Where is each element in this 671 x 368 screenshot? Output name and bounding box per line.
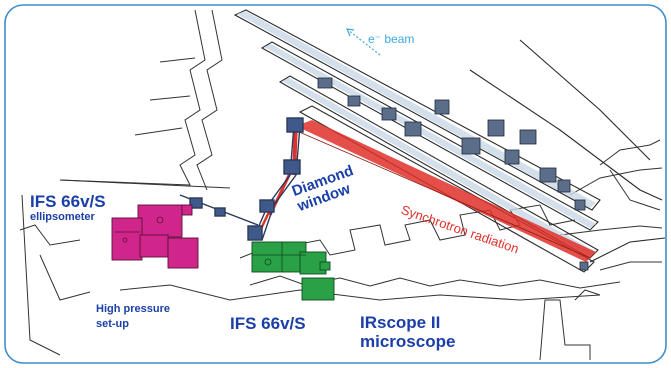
irscope-label: IRscope II microscope (360, 313, 455, 351)
ifs-spectrometer (251, 241, 335, 301)
irscope-line-1: IRscope II (360, 313, 441, 332)
irscope-line-2: microscope (360, 332, 456, 351)
e-beam-label: e⁻ beam (368, 32, 415, 46)
beamline-components (317, 77, 589, 271)
high-pressure-line-2: set-up (96, 318, 129, 330)
high-pressure-line-1: High pressure (96, 303, 170, 315)
ifs-main-label: IFS 66v/S (230, 314, 306, 333)
ifs-ellipsometer-subtitle: ellipsometer (30, 211, 95, 223)
diagram-frame (4, 4, 667, 364)
ifs-ellipsometer-title: IFS 66v/S (30, 192, 106, 211)
ellipsometer-details (115, 216, 164, 243)
ellipsometer-equipment (111, 204, 199, 269)
transfer-optics (179, 117, 304, 241)
high-pressure-label: High pressure set-up (96, 302, 170, 332)
electron-beam-arrow (346, 28, 381, 56)
ifs-details (252, 242, 306, 272)
